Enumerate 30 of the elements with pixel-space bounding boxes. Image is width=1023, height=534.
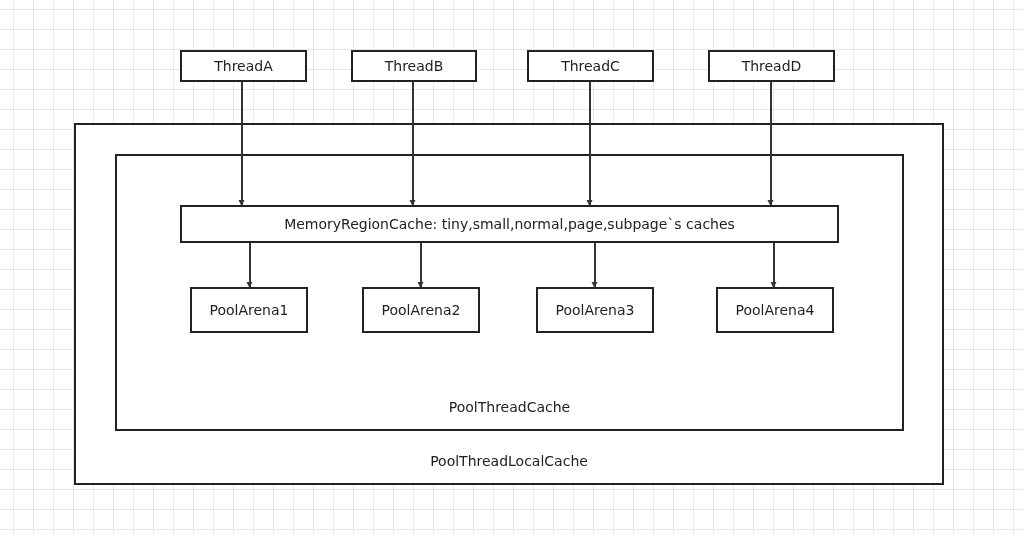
box-label: PoolThreadCache (447, 399, 572, 415)
process-box (180, 50, 307, 82)
process-box (536, 287, 654, 333)
box-label: PoolArena2 (380, 302, 462, 318)
box-label: PoolThreadLocalCache (429, 453, 589, 469)
arrow (246, 242, 253, 288)
box-label: PoolArena4 (734, 302, 816, 318)
process-box (527, 50, 654, 82)
process-box (190, 287, 308, 333)
process-box (180, 205, 839, 243)
arrow (767, 81, 774, 206)
box-label: PoolArena3 (554, 302, 636, 318)
box-label: ThreadC (560, 58, 621, 74)
process-box (351, 50, 477, 82)
box-label: MemoryRegionCache: tiny,small,normal,page,subpage`s caches (283, 216, 736, 232)
process-box (708, 50, 835, 82)
container-box (115, 154, 904, 431)
arrow (770, 242, 777, 288)
process-box (362, 287, 480, 333)
arrow (417, 242, 424, 288)
arrow (586, 81, 593, 206)
arrow (591, 242, 598, 288)
box-label: ThreadB (383, 58, 445, 74)
arrow (409, 81, 416, 206)
arrow (238, 81, 245, 206)
box-label: ThreadD (740, 58, 803, 74)
process-box (716, 287, 834, 333)
box-label: ThreadA (213, 58, 274, 74)
box-label: PoolArena1 (208, 302, 290, 318)
container-box (74, 123, 944, 485)
